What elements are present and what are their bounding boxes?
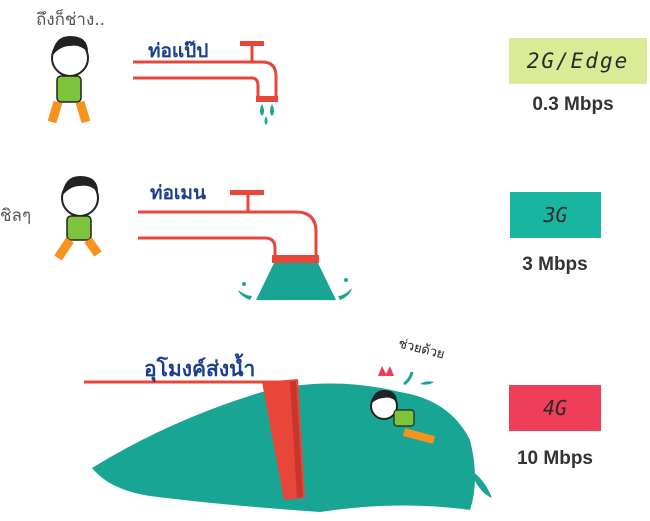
pipe-label-tunnel: อุโมงค์ส่งน้ำ: [144, 357, 256, 381]
pipe-label-small: ท่อแป๊ป: [148, 40, 209, 62]
network-badge-2g: 2G/Edge: [509, 38, 647, 84]
network-speed-4g: 10 Mbps: [516, 448, 594, 469]
drowning-character: [370, 366, 436, 444]
walking-character: [47, 36, 91, 124]
network-name-3g: 3G: [543, 203, 568, 227]
network-name-2g: 2G/Edge: [526, 49, 630, 73]
small-pipe: [133, 41, 278, 102]
network-speed-3g: 3 Mbps: [522, 254, 588, 275]
network-speed-2g: 0.3 Mbps: [532, 94, 614, 115]
network-name-4g: 4G: [542, 396, 568, 420]
small-pipe-drips: [260, 104, 274, 125]
tunnel-mouth: [262, 379, 305, 500]
network-badge-3g: 3G: [510, 192, 601, 238]
walking-caption: ถึงก็ช่าง..: [36, 10, 106, 30]
running-character: [54, 176, 102, 261]
main-pipe-water: [238, 263, 352, 300]
pipe-label-main: ท่อเมน: [150, 182, 206, 204]
network-badge-4g: 4G: [509, 385, 601, 431]
main-pipe: [138, 190, 319, 263]
chilling-caption: ชิลๆ: [0, 206, 32, 226]
